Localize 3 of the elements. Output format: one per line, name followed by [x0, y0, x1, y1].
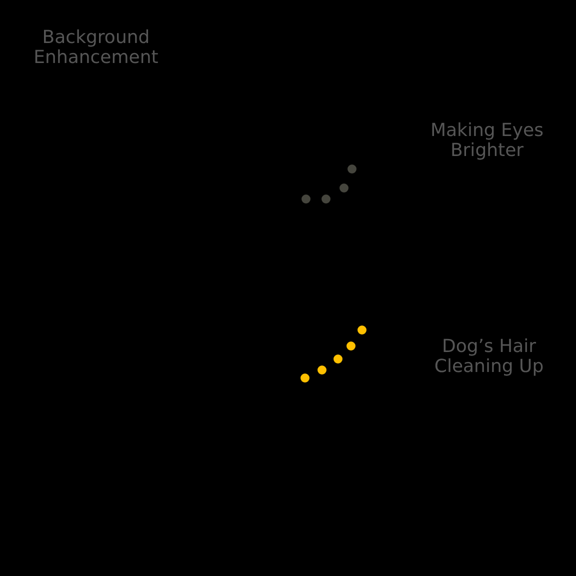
- feature-label: Making Eyes Brighter: [429, 121, 545, 161]
- feature-label: Dog’s Hair Cleaning Up: [433, 337, 545, 377]
- feature-label: Background Enhancement: [32, 28, 160, 68]
